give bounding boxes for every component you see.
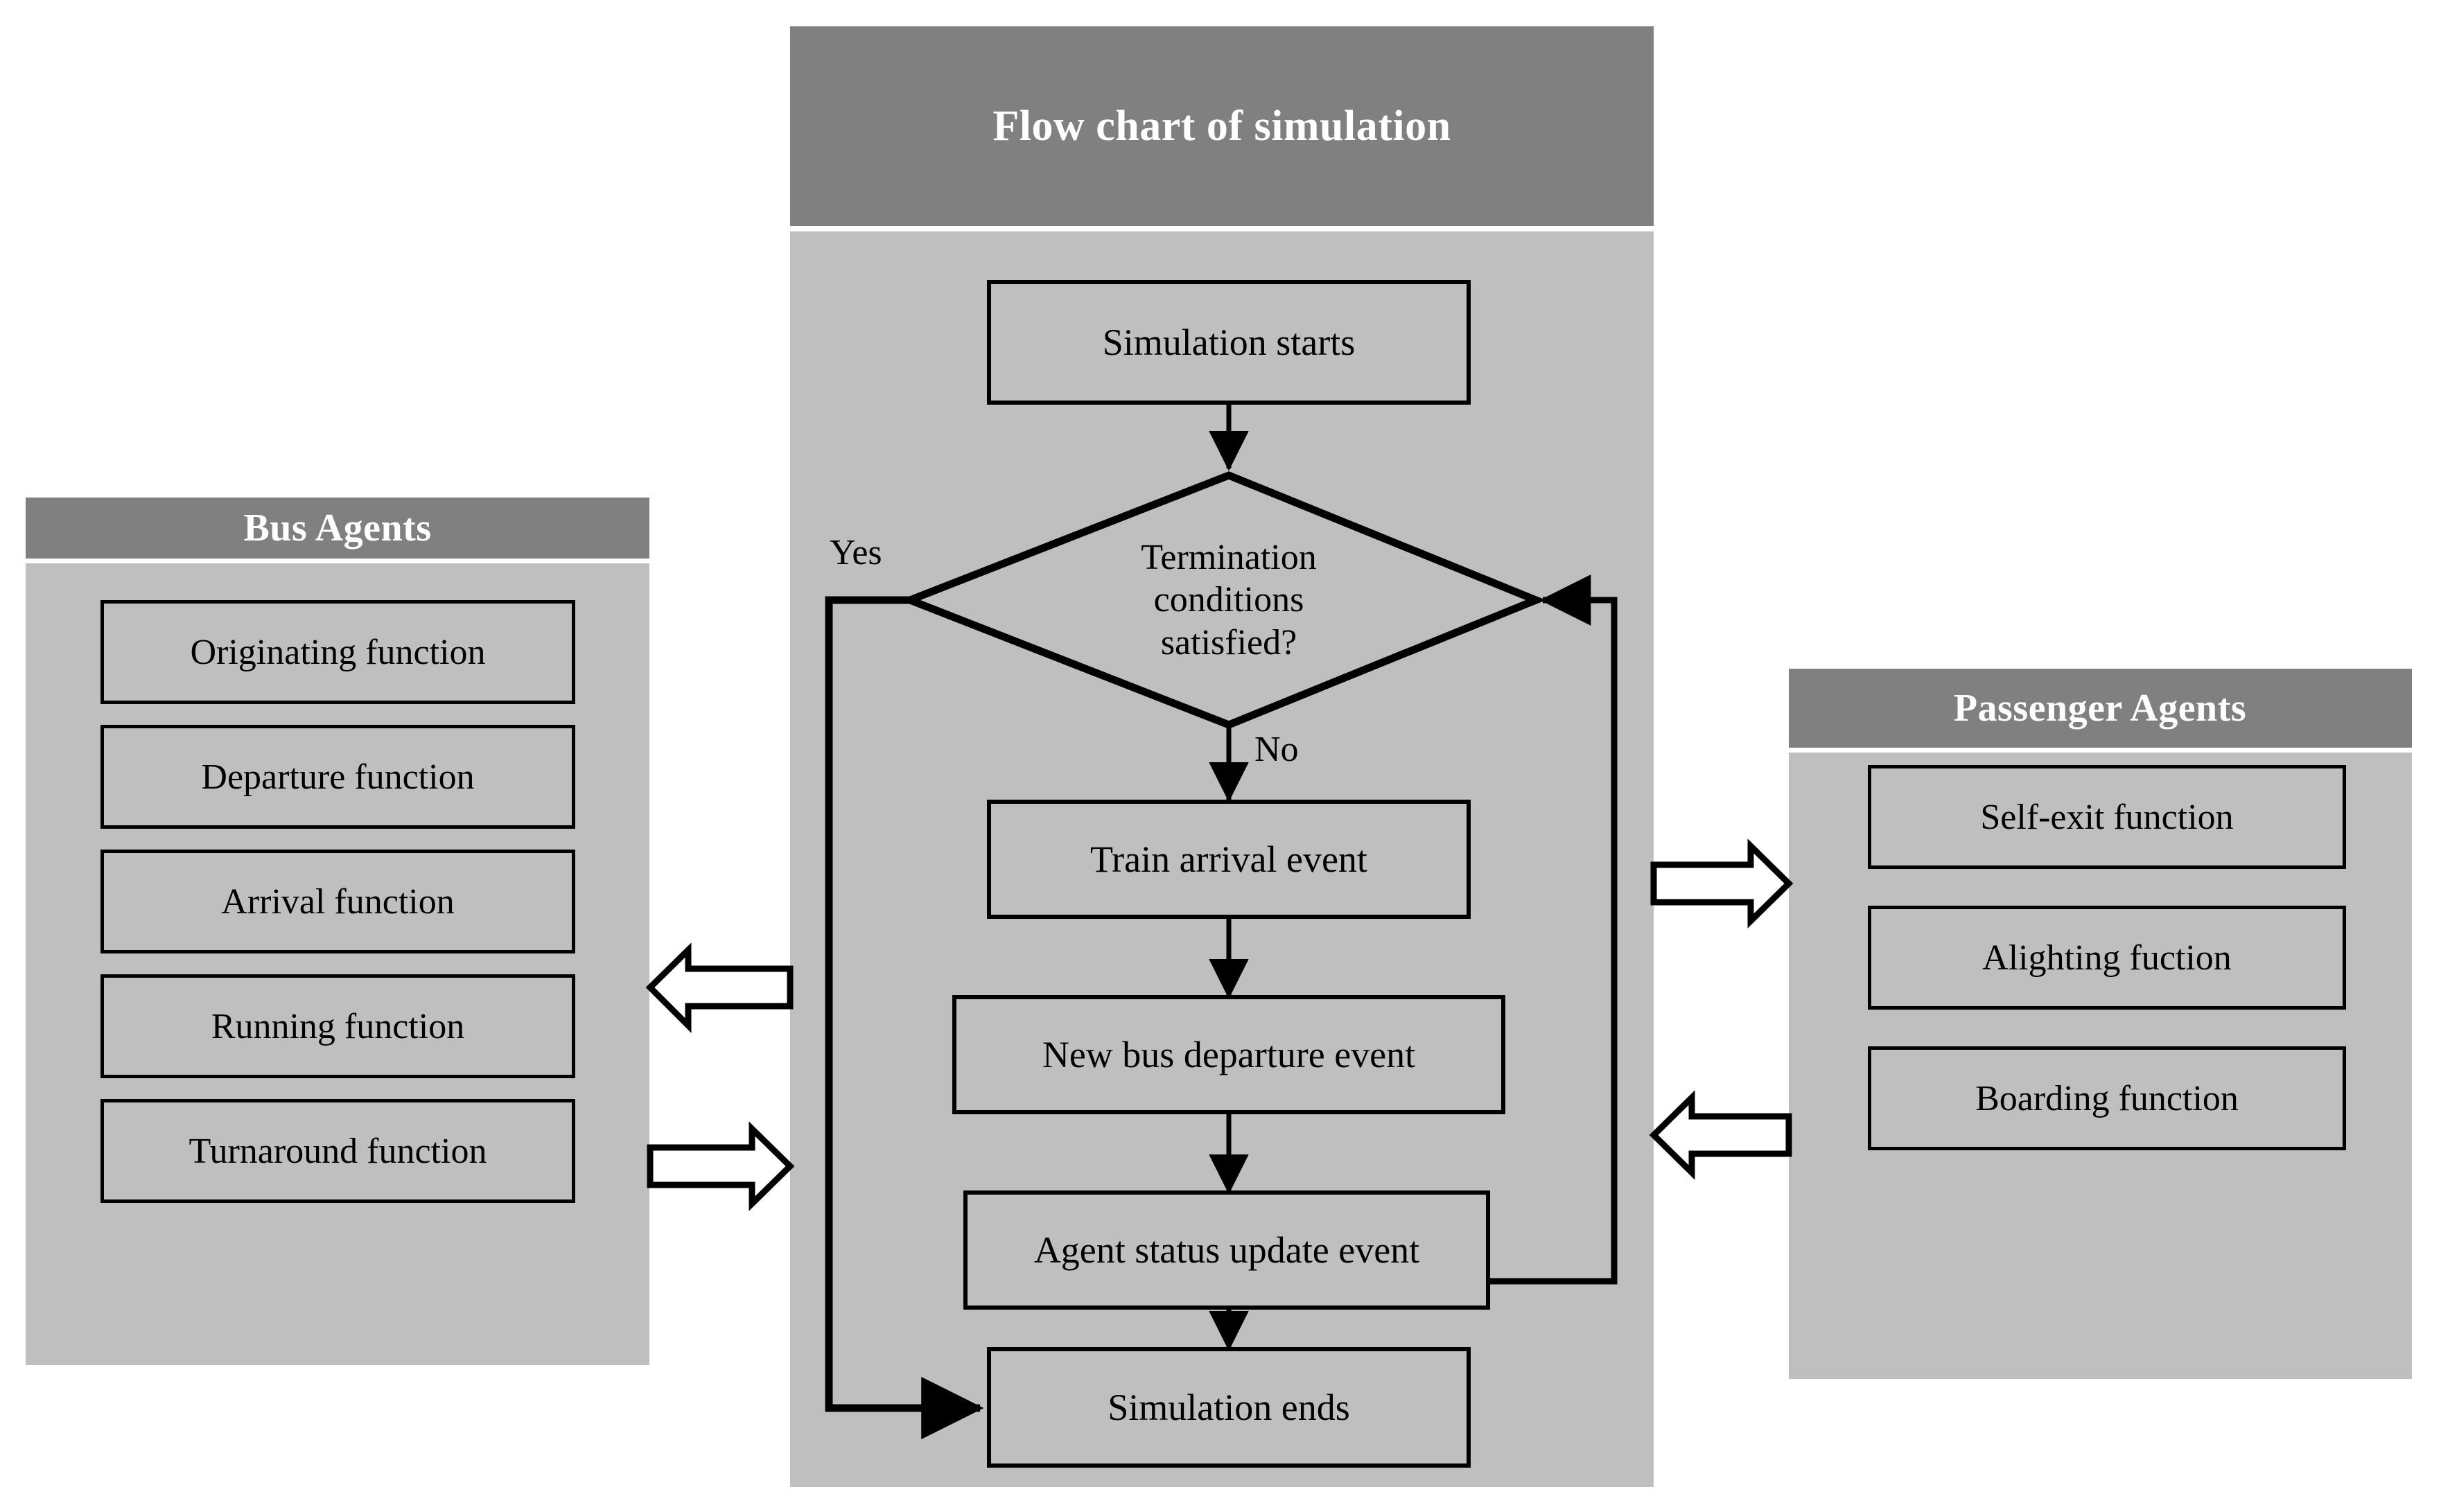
passenger-agents-header: Passenger Agents [1788, 669, 2412, 748]
bus-agents-header: Bus Agents [26, 498, 649, 559]
edge-label-yes: Yes [830, 533, 882, 572]
passenger-function-label: Self-exit function [1980, 797, 2234, 837]
flownode-simulation-ends[interactable]: Simulation ends [987, 1347, 1471, 1468]
bus-function-running[interactable]: Running function [100, 974, 575, 1078]
flowchart-header: Flow chart of simulation [790, 26, 1654, 226]
bus-agents-title: Bus Agents [243, 507, 432, 550]
bus-function-label: Turnaround function [189, 1131, 487, 1171]
flownode-label: Agent status update event [1033, 1229, 1420, 1271]
flownode-label: Simulation ends [1108, 1387, 1350, 1428]
passenger-function-label: Boarding function [1975, 1078, 2239, 1118]
right-gutter [1654, 669, 1789, 1379]
passenger-agents-title: Passenger Agents [1953, 687, 2247, 730]
flownode-label: Train arrival event [1090, 838, 1367, 880]
connector-arrow-to-bus-agents[interactable] [645, 942, 794, 1033]
flownode-simulation-starts[interactable]: Simulation starts [987, 280, 1471, 405]
decision-line-3: satisfied? [1160, 622, 1297, 662]
connector-arrow-from-bus-agents[interactable] [647, 1121, 795, 1211]
flownode-new-bus-departure-event[interactable]: New bus departure event [952, 995, 1505, 1114]
passenger-function-alighting[interactable]: Alighting fuction [1868, 906, 2346, 1010]
bus-function-departure[interactable]: Departure function [100, 725, 575, 829]
bus-function-originating[interactable]: Originating function [100, 600, 575, 704]
decision-line-2: conditions [1153, 580, 1304, 620]
flownode-label: New bus departure event [1042, 1034, 1416, 1075]
edge-decision-yes-to-end [825, 596, 984, 1440]
bus-agents-panel: Bus Agents Originating function Departur… [26, 498, 649, 1365]
termination-decision-label: Termination conditions satisfied? [1049, 527, 1409, 674]
passenger-function-self-exit[interactable]: Self-exit function [1868, 765, 2346, 869]
passenger-function-boarding[interactable]: Boarding function [1868, 1046, 2346, 1150]
edge-label-no: No [1254, 730, 1299, 769]
passenger-function-label: Alighting fuction [1982, 938, 2232, 978]
flowchart-title: Flow chart of simulation [992, 102, 1451, 150]
edge-status-loopback-to-decision [1489, 574, 1618, 1285]
flownode-label: Simulation starts [1102, 322, 1356, 363]
bus-function-label: Originating function [190, 632, 486, 672]
bus-function-arrival[interactable]: Arrival function [100, 850, 575, 953]
bus-function-label: Departure function [201, 757, 475, 797]
connector-arrow-to-passenger-agents[interactable] [1650, 838, 1794, 929]
decision-line-1: Termination [1141, 537, 1317, 577]
flownode-agent-status-update-event[interactable]: Agent status update event [963, 1190, 1490, 1310]
bus-function-label: Arrival function [221, 881, 455, 922]
bus-function-turnaround[interactable]: Turnaround function [100, 1099, 575, 1203]
left-gutter [650, 498, 790, 1365]
connector-arrow-from-passenger-agents[interactable] [1649, 1090, 1792, 1180]
flownode-train-arrival-event[interactable]: Train arrival event [987, 800, 1471, 919]
passenger-agents-panel: Passenger Agents Self-exit function Alig… [1788, 669, 2412, 1379]
bus-function-label: Running function [211, 1006, 465, 1046]
